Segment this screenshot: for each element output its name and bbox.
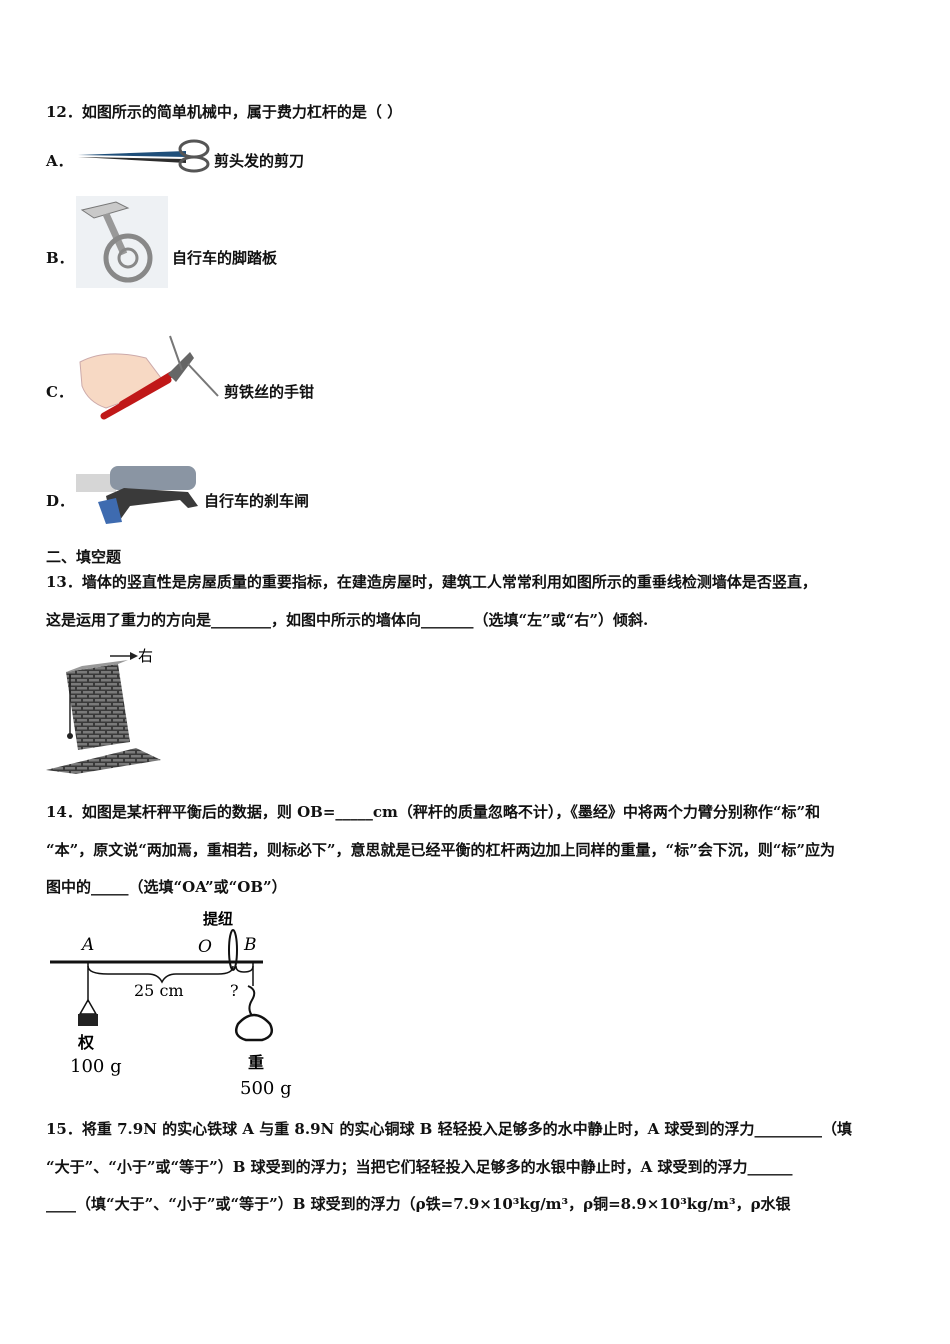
q12-option-a-text: 剪头发的剪刀 <box>214 152 305 170</box>
label-mass2: 500 g <box>240 1078 292 1099</box>
q12-stem: 12．如图所示的简单机械中，属于费力杠杆的是（ ） <box>46 103 403 121</box>
q15-line2: “大于”、“小于”或“等于”）B 球受到的浮力；当把它们轻轻投入足够多的水银中静… <box>46 1158 793 1176</box>
label-length: 25 cm <box>134 981 184 1000</box>
section-title: 二、填空题 <box>46 548 122 566</box>
label-b: B <box>243 935 257 955</box>
brake-lever-image <box>76 466 198 524</box>
q12-option-c-letter: C． <box>46 383 73 401</box>
steelyard-image: A O B 提纽 25 cm ? 权 100 g 重 500 g <box>50 910 292 1099</box>
bicycle-pedal-image <box>76 196 168 288</box>
label-a: A <box>80 935 94 955</box>
q14-line1: 14．如图是某杆秤平衡后的数据，则 OB=_____cm（秤杆的质量忽略不计），… <box>46 803 821 821</box>
q12-option-b-text: 自行车的脚踏板 <box>172 249 278 267</box>
q12-option-d-letter: D． <box>46 492 75 510</box>
pliers-image <box>79 335 219 420</box>
q12-option-d-text: 自行车的刹车闸 <box>204 492 310 510</box>
label-knob: 提纽 <box>203 910 233 928</box>
q12-option-c-text: 剪铁丝的手钳 <box>224 383 315 401</box>
label-weight2: 重 <box>248 1053 264 1072</box>
q14-line3: 图中的_____（选填“OA”或“OB”） <box>46 878 287 896</box>
label-mass1: 100 g <box>70 1056 122 1077</box>
wall-plumb-line-image: 右 <box>46 647 161 774</box>
q12-option-a-letter: A． <box>46 152 73 170</box>
q14-line2: “本”，原文说“两加焉，重相若，则标必下”，意思就是已经平衡的杠杆两边加上同样的… <box>46 841 836 859</box>
q15-line1: 15．将重 7.9N 的实心铁球 A 与重 8.9N 的实心铜球 B 轻轻投入足… <box>46 1120 852 1138</box>
label-question: ? <box>230 981 239 1000</box>
q13-line1: 13．墙体的竖直性是房屋质量的重要指标，在建造房屋时，建筑工人常常利用如图所示的… <box>46 573 817 591</box>
label-o: O <box>198 937 212 957</box>
q15-line3: ____（填“大于”、“小于”或“等于”）B 球受到的浮力（ρ铁=7.9×10³… <box>46 1195 791 1213</box>
q13-line2: 这是运用了重力的方向是________，如图中所示的墙体向_______（选填“… <box>46 611 649 629</box>
label-weight1: 权 <box>77 1033 95 1052</box>
q12-option-b-letter: B． <box>46 249 74 267</box>
scissors-image <box>78 139 210 173</box>
figure-right-label: 右 <box>138 647 153 665</box>
